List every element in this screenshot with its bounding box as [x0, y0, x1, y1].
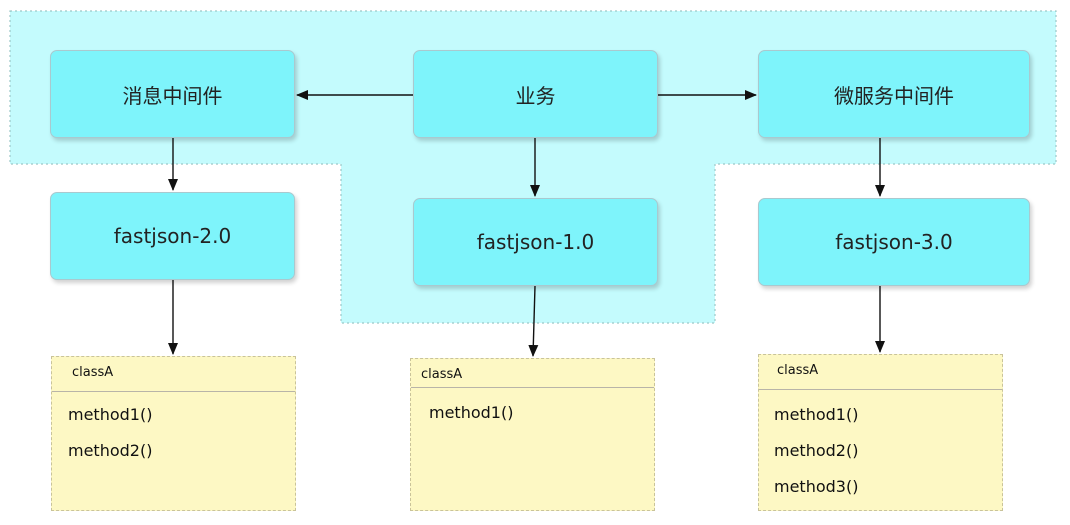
fastjson-3-label: fastjson-3.0: [835, 230, 953, 254]
class-box-fastjson-1: classA method1(): [410, 358, 655, 511]
arrow-fj1-to-class: [528, 285, 539, 357]
fastjson-2-label: fastjson-2.0: [113, 224, 232, 248]
method-item: method3(): [774, 477, 859, 496]
class-divider: [52, 391, 295, 392]
fastjson-3-box: fastjson-3.0: [758, 198, 1030, 286]
microservice-middleware-label: 微服务中间件: [834, 83, 954, 108]
microservice-middleware-box: 微服务中间件: [758, 50, 1030, 138]
fastjson-1-label: fastjson-1.0: [476, 230, 595, 254]
method-item: method2(): [774, 441, 859, 460]
class-divider: [411, 387, 654, 388]
class-box-fastjson-2: classA method1() method2(): [51, 356, 296, 511]
class-divider: [759, 389, 1002, 390]
method-item: method2(): [68, 441, 153, 460]
class-name: classA: [777, 363, 819, 378]
method-item: method1(): [774, 405, 859, 424]
fastjson-2-box: fastjson-2.0: [50, 192, 295, 280]
message-middleware-box: 消息中间件: [50, 50, 295, 138]
business-box: 业务: [413, 50, 658, 138]
message-middleware-label: 消息中间件: [122, 83, 223, 108]
class-name: classA: [421, 367, 463, 382]
class-name: classA: [72, 365, 114, 380]
class-box-fastjson-3: classA method1() method2() method3(): [758, 354, 1003, 511]
method-item: method1(): [68, 405, 153, 424]
fastjson-1-box: fastjson-1.0: [413, 198, 658, 286]
method-item: method1(): [429, 403, 514, 422]
business-label: 业务: [515, 83, 556, 108]
